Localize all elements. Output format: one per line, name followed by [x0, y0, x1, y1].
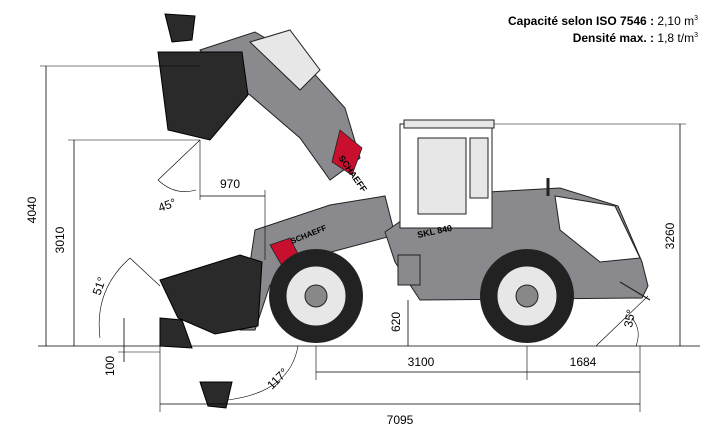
departure-angle-value: 35°	[621, 308, 638, 328]
departure-angle-arc	[631, 317, 639, 347]
loader-body: SKL 840	[384, 119, 651, 301]
lowered-bucket	[159, 254, 263, 335]
rear-hub	[515, 284, 539, 308]
reach-value: 970	[220, 177, 240, 191]
cab-height-value: 3260	[663, 222, 677, 249]
density-spec: Densité max. : 1,8 t/m3	[573, 31, 698, 45]
wheelbase-value: 3100	[408, 355, 435, 369]
lift-height-value: 4040	[25, 196, 39, 223]
dump-angle-arc	[157, 179, 197, 192]
departure-angle-ray	[595, 295, 649, 347]
raised-attachment: SCHAEFF	[157, 13, 369, 194]
pin-height-value: 3010	[53, 226, 67, 253]
raised-red-stripe	[331, 129, 363, 176]
dump-angle-value: 45°	[156, 195, 178, 214]
articulation-joint	[397, 254, 421, 286]
bucket-outline-ground	[159, 317, 193, 349]
engine-hood	[554, 195, 641, 263]
capacity-label: Capacité selon ISO 7546 :	[508, 14, 655, 28]
front-hub	[304, 284, 328, 308]
cab-side-window	[469, 137, 489, 199]
bucket-outline-top	[164, 13, 196, 43]
front-wheel	[269, 249, 363, 343]
bucket-outline-crowd	[199, 381, 233, 409]
density-label: Densité max. :	[572, 31, 655, 45]
rollback-angle-arc	[98, 257, 131, 339]
density-value: 1,8 t/m	[657, 31, 695, 45]
rollback-angle-ray	[129, 257, 161, 287]
counterweight-edge	[619, 281, 651, 301]
crowd-angle-arc	[227, 345, 299, 401]
capacity-value: 2,10 m	[657, 14, 695, 28]
cab-roof	[403, 119, 495, 129]
rear-overhang-value: 1684	[570, 355, 597, 369]
cab-window	[417, 137, 467, 215]
lowered-attachment: SCHAEFF	[159, 195, 396, 409]
dump-angle-ray	[157, 139, 201, 181]
density-exponent: 3	[694, 32, 698, 39]
rear-wheel	[480, 249, 574, 343]
dig-depth-value: 100	[103, 356, 117, 376]
capacity-exponent: 3	[694, 15, 698, 22]
capacity-spec: Capacité selon ISO 7546 : 2,10 m3	[508, 14, 698, 28]
total-length-value: 7095	[387, 413, 414, 427]
clearance-value: 620	[389, 312, 403, 332]
raised-tilt-linkage	[249, 29, 321, 91]
raised-bucket	[157, 51, 249, 141]
rollback-angle-value: 51°	[90, 275, 109, 297]
